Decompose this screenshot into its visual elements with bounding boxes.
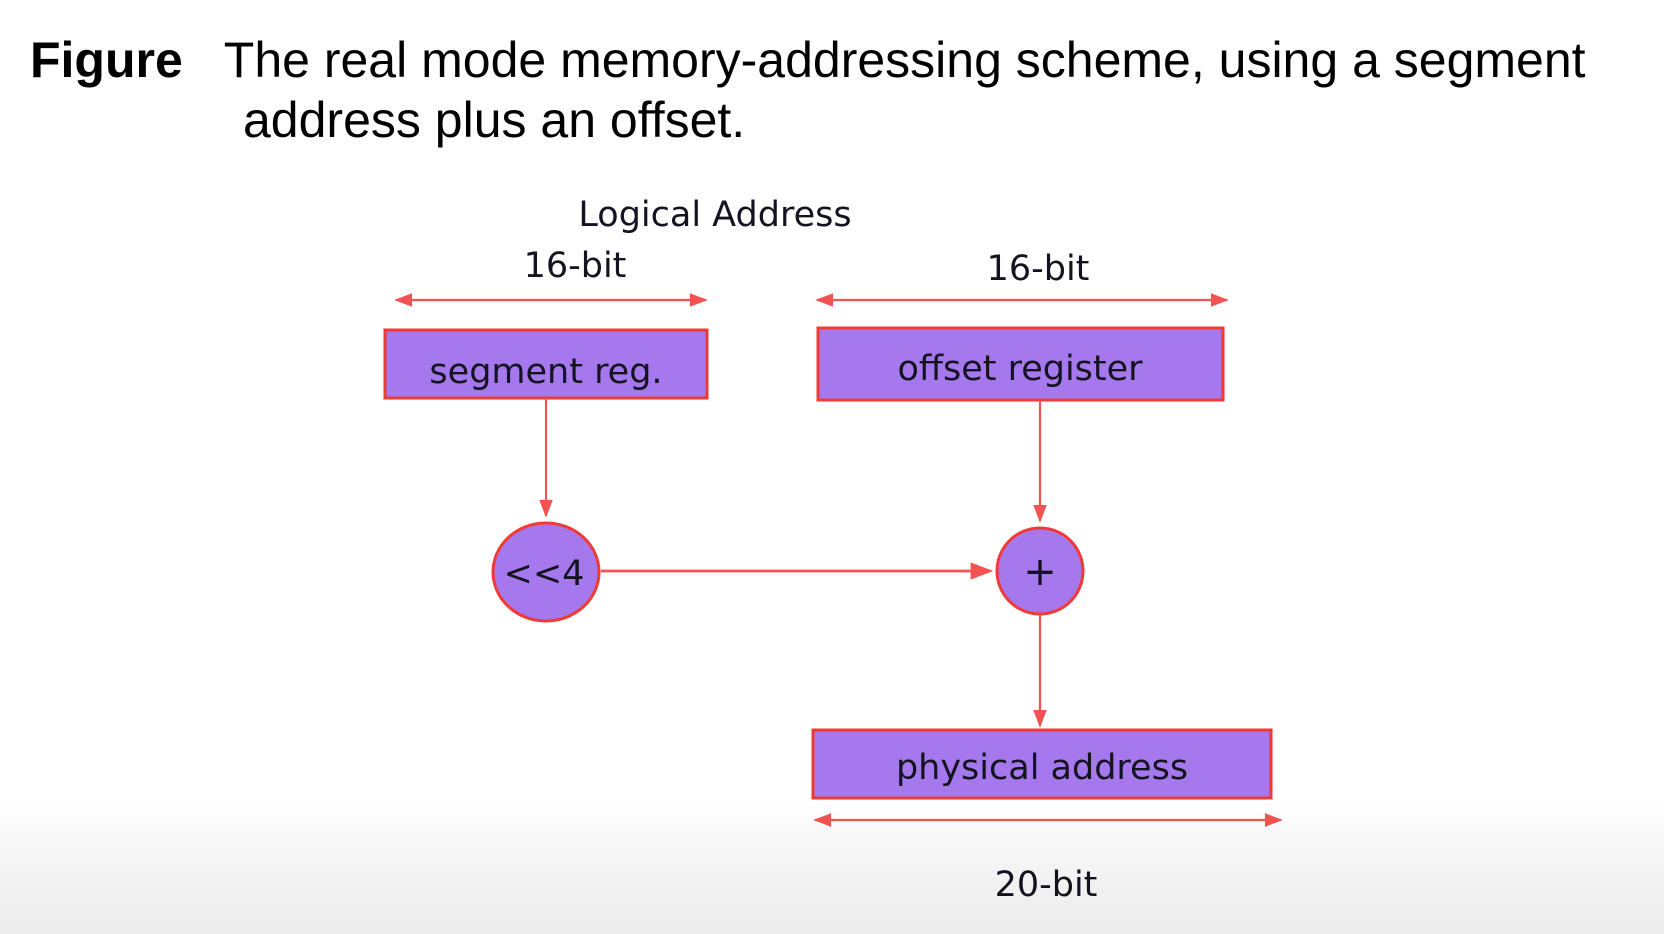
offset-register-label: offset register [897,349,1143,389]
figure-label: Figure [30,32,183,88]
adder-label: + [1023,549,1057,595]
physical-address-box [811,728,1273,800]
physical-width-label: 20-bit [995,865,1098,905]
segment-reg-label: segment reg. [429,352,662,392]
physical-address-label: physical address [896,748,1188,788]
shift-left-label: <<4 [504,554,585,594]
caption-line-1: Figure The real mode memory-addressing sc… [30,30,1586,90]
caption-text-line-2: address plus an offset. [243,92,746,148]
offset-register-box [816,326,1225,402]
offset-width-label: 16-bit [987,249,1090,289]
segment-reg-box [383,328,709,400]
adder-node [995,526,1085,616]
segment-width-label: 16-bit [524,246,627,286]
figure-caption: Figure The real mode memory-addressing sc… [30,30,1586,150]
slide-bottom-shadow [0,800,1664,934]
shift-left-node [491,521,601,623]
logical-address-label: Logical Address [578,195,851,235]
caption-text-line-1: The real mode memory-addressing scheme, … [223,32,1586,88]
